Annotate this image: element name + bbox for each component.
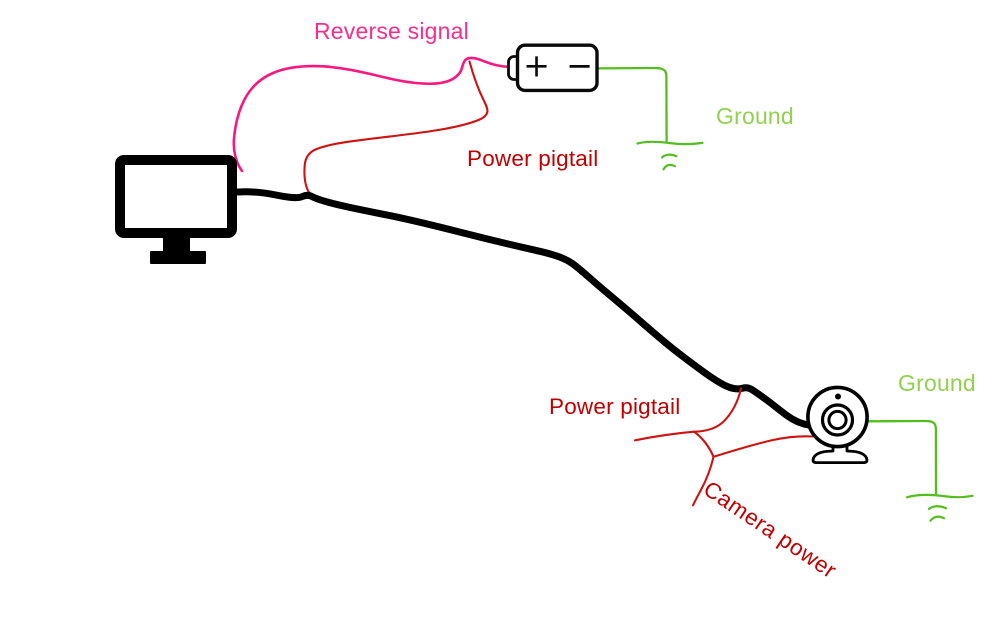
reverse-signal-wire <box>232 56 511 173</box>
battery-body <box>515 43 599 93</box>
camera-stand <box>811 442 869 464</box>
monitor-neck <box>163 236 190 253</box>
ground-symbol-battery <box>636 140 704 171</box>
camera-pigtail-connector <box>692 430 715 458</box>
camera-lens-inner <box>827 409 848 431</box>
battery-plus-sign: + <box>523 47 550 85</box>
battery-minus-sign: − <box>566 47 593 85</box>
camera-lens-ring <box>820 403 855 437</box>
camera-pigtail-to-camera <box>712 435 815 458</box>
power-pigtail-bottom-label: Power pigtail <box>549 394 681 419</box>
power-pigtail-top-label: Power pigtail <box>467 146 599 171</box>
power-pigtail-top-wire <box>303 60 489 199</box>
camera-pigtail-branch-from-cable <box>692 387 743 433</box>
ground-symbol-camera <box>905 493 974 522</box>
ground-squiggle <box>662 163 677 171</box>
ground-bottom-label: Ground <box>898 370 976 396</box>
ground-bar <box>905 493 974 499</box>
camera-power-lead <box>691 455 715 507</box>
monitor-icon <box>115 155 237 264</box>
battery-ground-wire <box>595 66 668 143</box>
battery-icon: + − <box>507 43 599 93</box>
camera-icon <box>806 385 869 464</box>
monitor-screen <box>115 155 237 238</box>
camera-ground-wire <box>866 419 938 496</box>
ground-squiggle <box>929 515 946 522</box>
reverse-signal-label: Reverse signal <box>314 18 469 44</box>
ground-top-label: Ground <box>716 103 794 129</box>
monitor-base <box>150 251 206 264</box>
video-cable <box>234 188 814 429</box>
ground-squiggle <box>660 153 678 159</box>
camera-indicator-dot <box>835 393 841 400</box>
ground-squiggle <box>927 505 948 510</box>
ground-bar <box>636 140 704 146</box>
camera-pigtail-free-lead <box>633 430 696 442</box>
